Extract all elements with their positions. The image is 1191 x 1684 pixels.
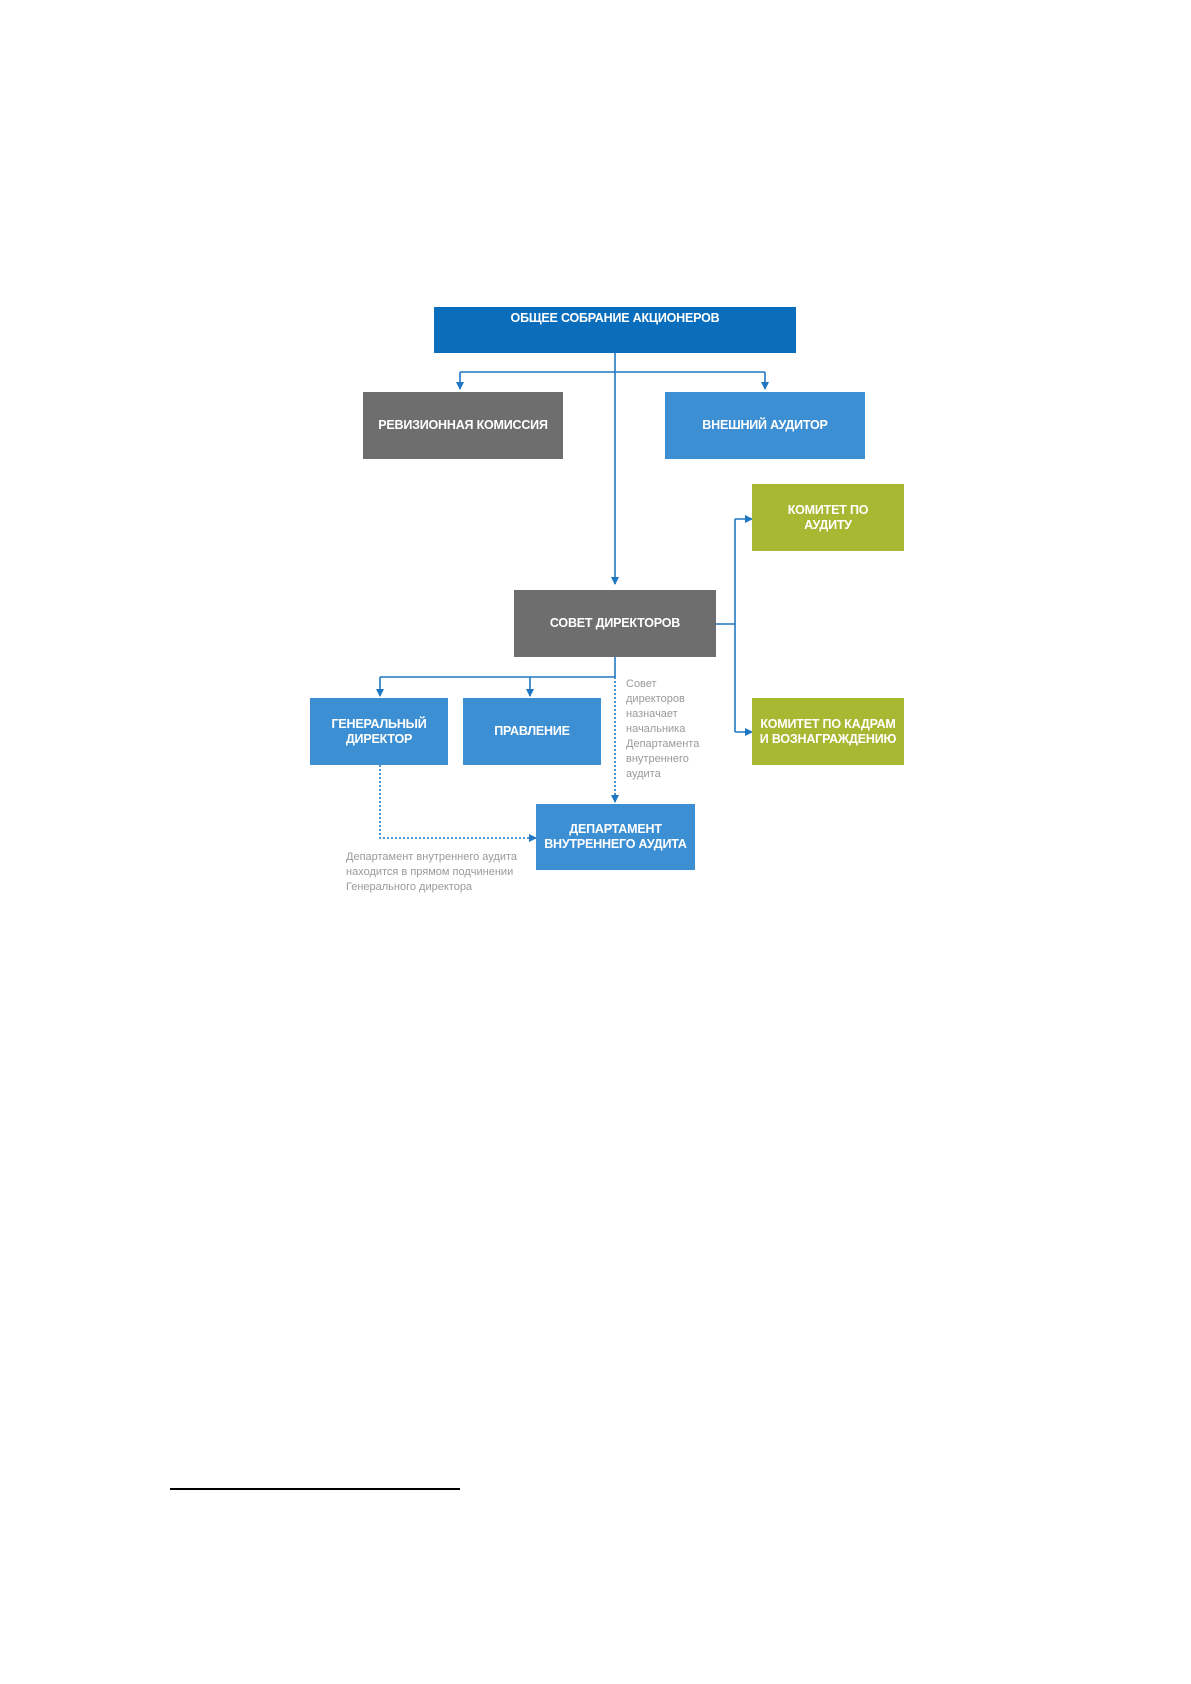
note-direct-subordination: Департамент внутреннего аудита находится… <box>346 851 518 893</box>
footnote-separator <box>170 1488 460 1490</box>
node-label: КОМИТЕТ ПО КАДРАМ И ВОЗНАГРАЖДЕНИЮ <box>759 716 897 746</box>
note-board-appoints-head: Совет директоров назначает начальника Де… <box>626 678 700 780</box>
node-external-auditor: ВНЕШНИЙ АУДИТОР <box>665 392 865 459</box>
connector-dotted-ceo-audit <box>379 765 537 842</box>
node-management-board: ПРАВЛЕНИЕ <box>463 698 601 765</box>
node-revision-commission: РЕВИЗИОННАЯ КОМИССИЯ <box>363 392 563 459</box>
node-label: ВНЕШНИЙ АУДИТОР <box>702 418 828 432</box>
node-internal-audit-department: ДЕПАРТАМЕНТ ВНУТРЕННЕГО АУДИТА <box>536 804 695 870</box>
node-hr-committee: КОМИТЕТ ПО КАДРАМ И ВОЗНАГРАЖДЕНИЮ <box>752 698 904 765</box>
node-label: ГЕНЕРАЛЬНЫЙ ДИРЕКТОР <box>331 716 427 746</box>
node-label: РЕВИЗИОННАЯ КОМИССИЯ <box>378 418 548 432</box>
node-label: КОМИТЕТ ПО АУДИТУ <box>787 502 869 532</box>
node-label: ОБЩЕЕ СОБРАНИЕ АКЦИОНЕРОВ <box>510 311 720 325</box>
node-label: ПРАВЛЕНИЕ <box>494 724 570 738</box>
node-board-of-directors: СОВЕТ ДИРЕКТОРОВ <box>514 590 716 657</box>
node-label: ДЕПАРТАМЕНТ ВНУТРЕННЕГО АУДИТА <box>544 822 687 851</box>
node-shareholders-meeting: ОБЩЕЕ СОБРАНИЕ АКЦИОНЕРОВ <box>434 307 796 353</box>
node-label: СОВЕТ ДИРЕКТОРОВ <box>549 616 681 630</box>
node-ceo: ГЕНЕРАЛЬНЫЙ ДИРЕКТОР <box>310 698 448 765</box>
node-audit-committee: КОМИТЕТ ПО АУДИТУ <box>752 484 904 551</box>
